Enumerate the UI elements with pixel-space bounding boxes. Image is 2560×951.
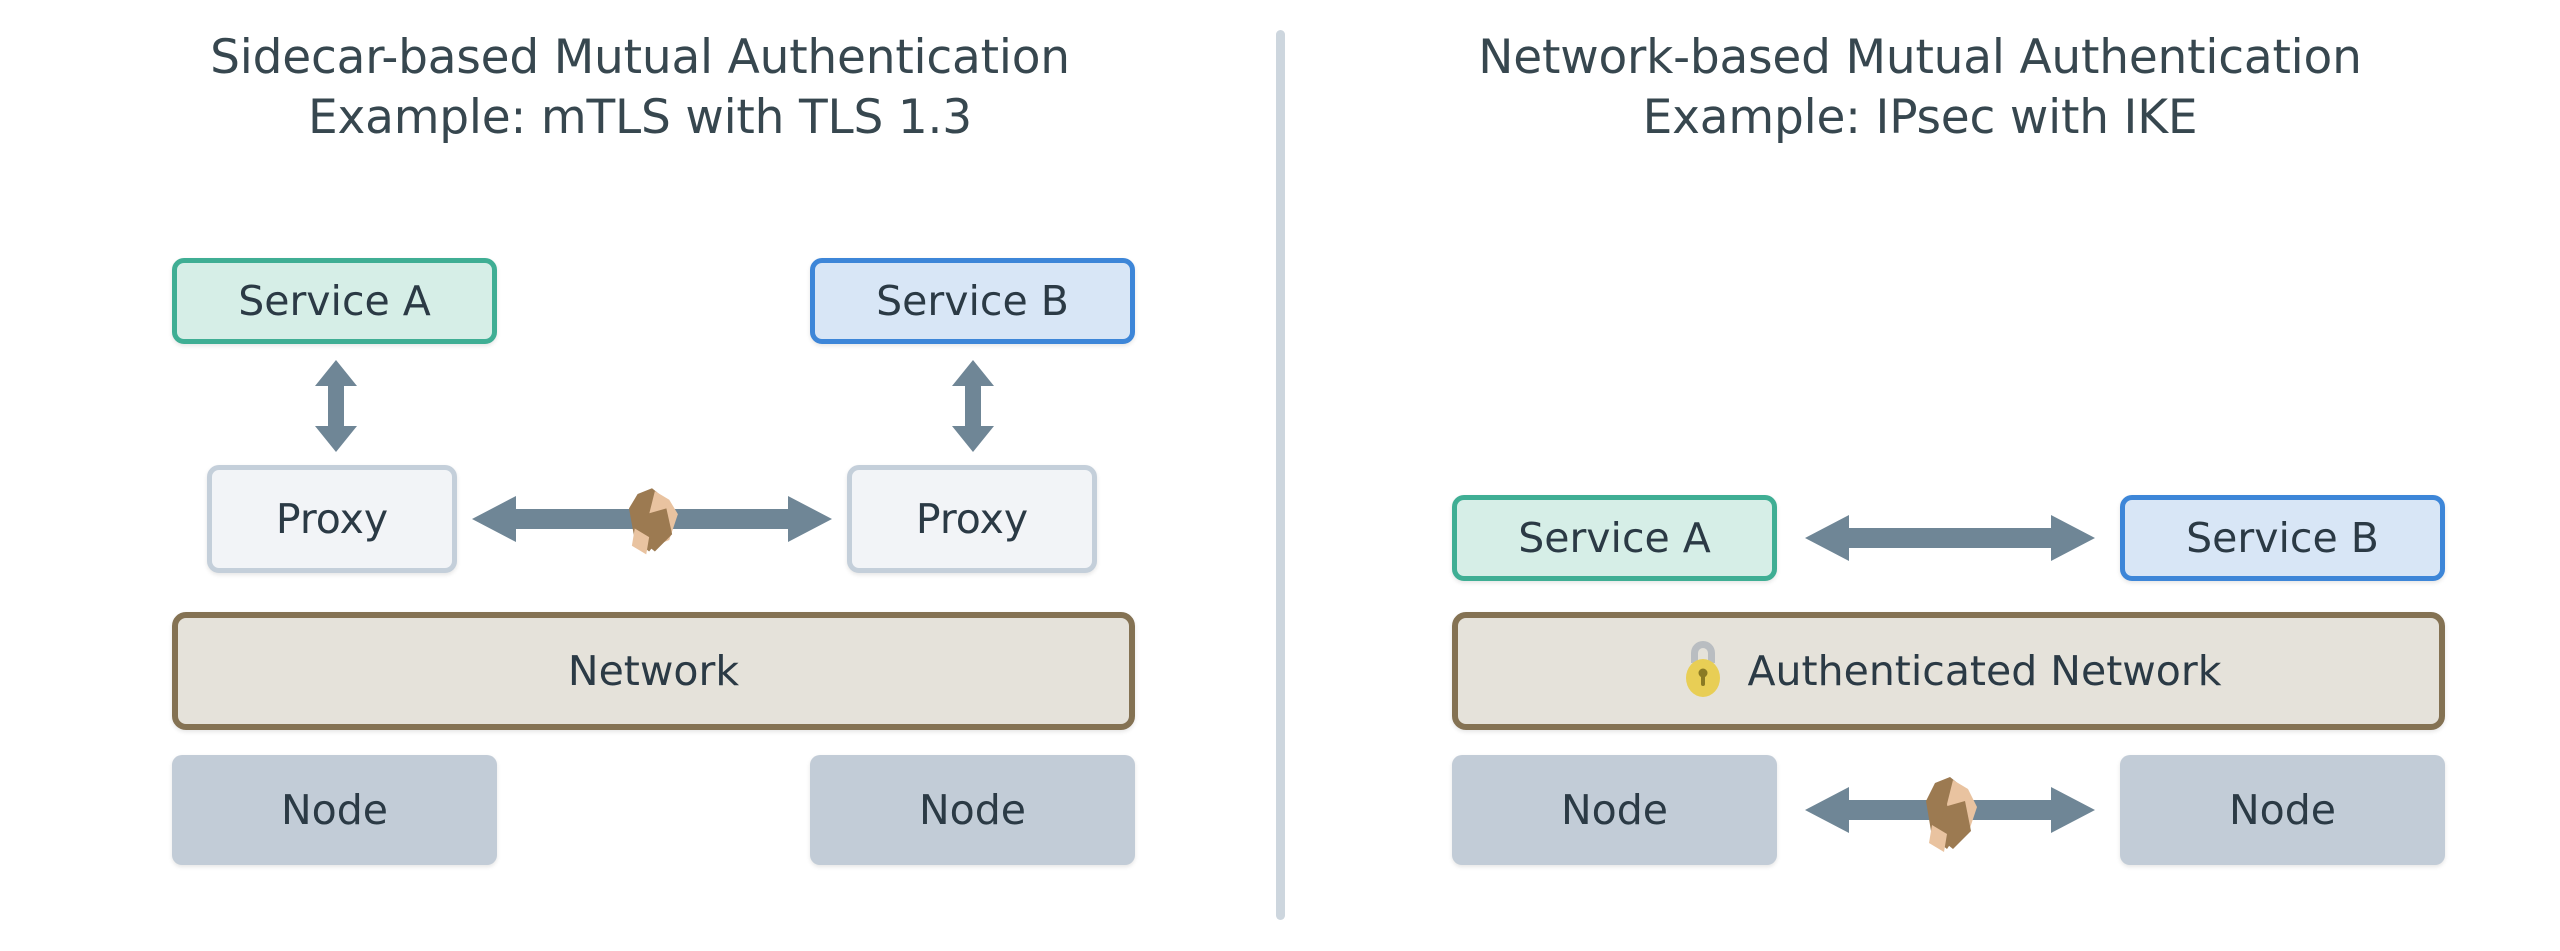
right-service-a-box[interactable]: Service A [1452, 495, 1777, 581]
right-network-bar[interactable]: Authenticated Network [1452, 612, 2445, 730]
sidecar-based-panel: Sidecar-based Mutual Authentication Exam… [0, 28, 1280, 865]
right-node-a-label: Node [1560, 786, 1668, 834]
left-panel-title: Sidecar-based Mutual Authentication Exam… [0, 28, 1280, 147]
right-node-b-label: Node [2228, 786, 2336, 834]
right-network-label: Authenticated Network [1747, 647, 2222, 695]
left-network-bar[interactable]: Network [172, 612, 1135, 730]
left-proxy-b-box[interactable]: Proxy [847, 465, 1097, 573]
network-based-panel: Network-based Mutual Authentication Exam… [1280, 0, 2560, 951]
left-proxy-handshake-icon [600, 465, 704, 569]
left-service-a-box[interactable]: Service A [172, 258, 497, 344]
left-node-a-label: Node [280, 786, 388, 834]
right-service-a-label: Service A [1518, 514, 1711, 562]
right-node-handshake-icon [1898, 752, 2002, 868]
left-proxy-a-box[interactable]: Proxy [207, 465, 457, 573]
right-node-a-box[interactable]: Node [1452, 755, 1777, 865]
left-proxy-a-label: Proxy [275, 495, 389, 543]
left-service-b-box[interactable]: Service B [810, 258, 1135, 344]
right-service-b-label: Service B [2186, 514, 2379, 562]
left-node-a-box[interactable]: Node [172, 755, 497, 865]
left-node-b-box[interactable]: Node [810, 755, 1135, 865]
right-service-a-to-service-b-arrow [1805, 511, 2095, 565]
panel-divider [1276, 30, 1285, 920]
right-node-b-box[interactable]: Node [2120, 755, 2445, 865]
lock-icon [1676, 635, 1730, 707]
left-panel-title-line1: Sidecar-based Mutual Authentication [210, 30, 1070, 85]
left-service-a-to-proxy-arrow [310, 360, 362, 452]
left-panel-title-line2: Example: mTLS with TLS 1.3 [308, 89, 972, 145]
right-panel-title-line2: Example: IPsec with IKE [1642, 89, 2198, 145]
left-service-b-to-proxy-arrow [947, 360, 999, 452]
left-service-a-label: Service A [238, 277, 431, 325]
left-service-b-label: Service B [876, 277, 1069, 325]
right-panel-title-line1: Network-based Mutual Authentication [1478, 30, 2362, 85]
right-panel-title: Network-based Mutual Authentication Exam… [1280, 28, 2560, 147]
right-service-b-box[interactable]: Service B [2120, 495, 2445, 581]
left-network-label: Network [567, 647, 740, 695]
left-node-b-label: Node [918, 786, 1026, 834]
right-network-content: Authenticated Network [1676, 635, 2222, 707]
left-proxy-b-label: Proxy [915, 495, 1029, 543]
